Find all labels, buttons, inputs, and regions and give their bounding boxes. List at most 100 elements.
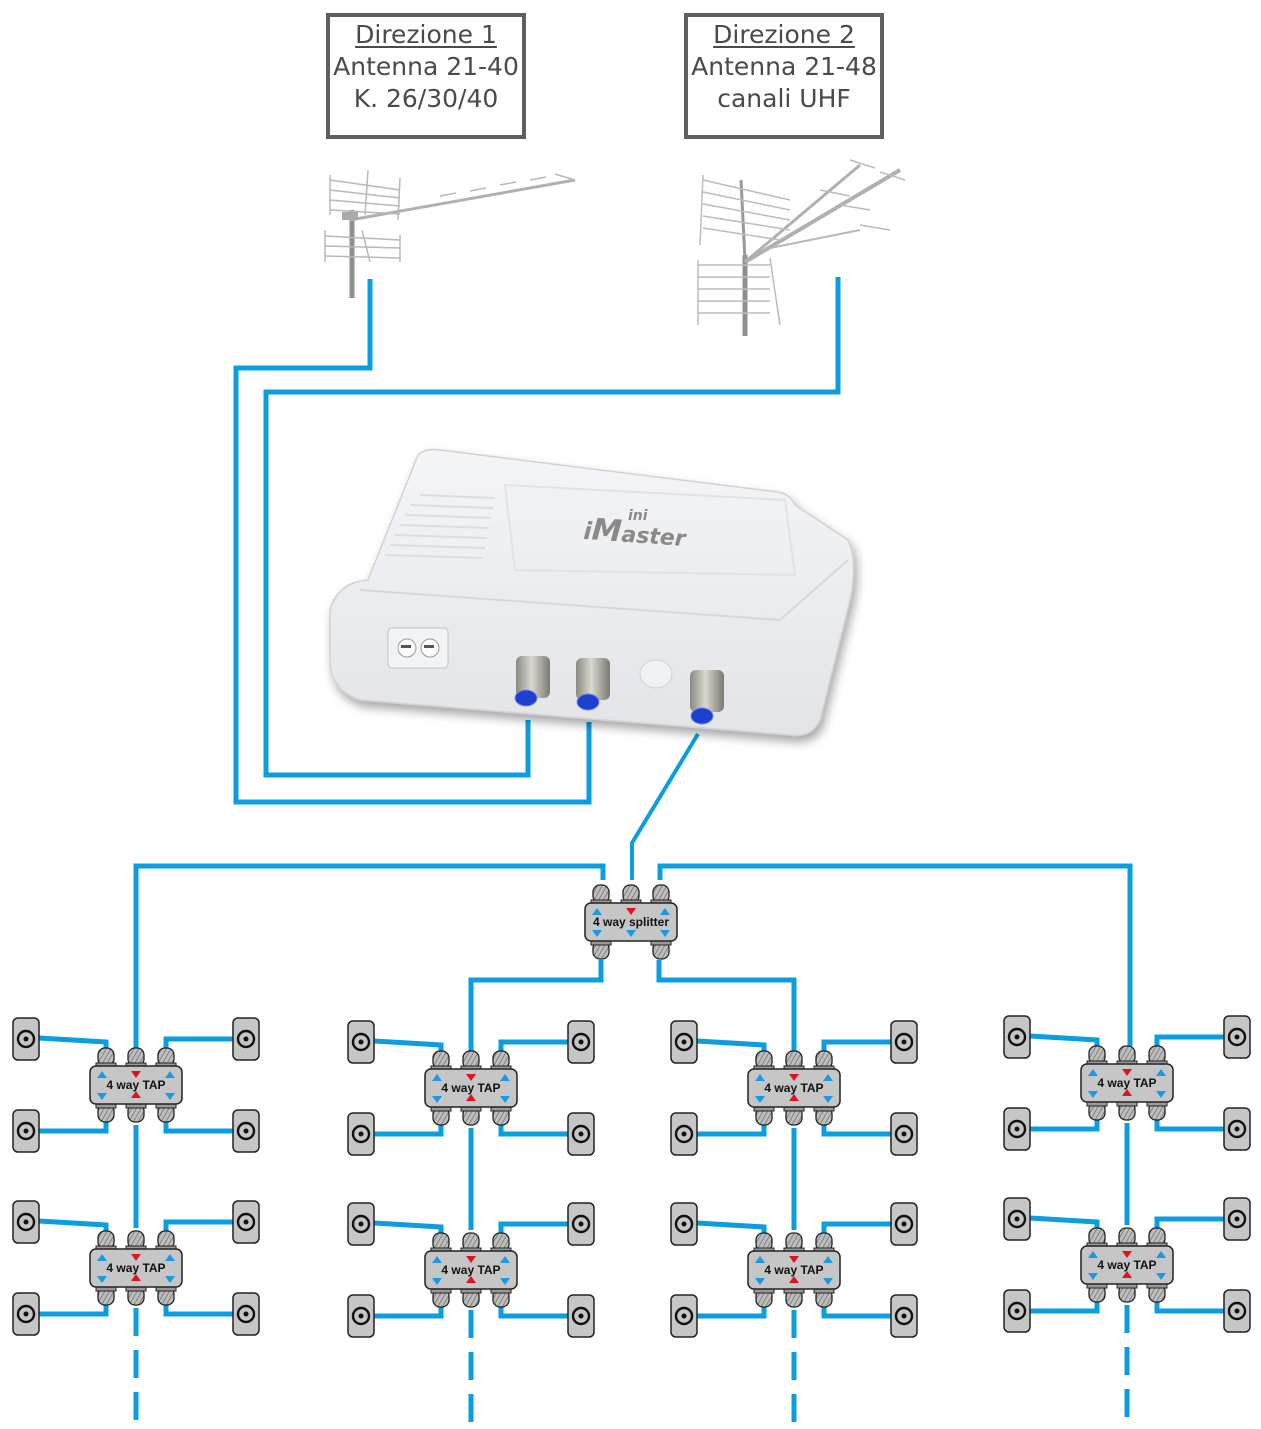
signal-arrow-up-icon [500,1074,510,1081]
signal-arrow-up-icon [823,1256,833,1263]
tv-outlet-icon [567,1112,595,1156]
tv-outlet-icon [12,1292,40,1336]
signal-arrow-up-icon [1122,1271,1132,1278]
f-connector-port [783,1106,805,1126]
signal-arrow-up-icon [1088,1069,1098,1076]
tv-outlet-icon [232,1017,260,1061]
amplifier-brand-sub: ini [628,508,648,524]
four-way-tap: 4 way TAP [1080,1227,1174,1303]
four-way-tap: 4 way TAP [89,1047,183,1123]
signal-arrow-up-icon [131,1091,141,1098]
drop-cable [39,1300,109,1317]
splitter-label: 4 way splitter [593,915,669,929]
four-way-tap: 4 way TAP [89,1230,183,1306]
drop-cable [696,1220,767,1238]
f-connector-port [1086,1101,1108,1121]
tap-label: 4 way TAP [1097,1258,1156,1272]
multi-yagi-antenna-icon [697,159,906,336]
drop-cable [1030,1115,1100,1132]
tv-outlet-icon [670,1112,698,1156]
four-way-splitter: 4 way splitter [584,884,678,960]
drop-cable [163,1300,233,1317]
signal-arrow-down-icon [500,1096,510,1103]
f-connector-port [1116,1045,1138,1066]
f-connector-port [1086,1283,1108,1303]
cable-network [133,277,1133,1052]
drop-cable [696,1038,767,1056]
direction-1-label-box: Direzione 1 Antenna 21-40 K. 26/30/40 [326,13,526,139]
f-connector-port [590,940,612,960]
signal-arrow-down-icon [1156,1273,1166,1280]
signal-arrow-up-icon [466,1094,476,1101]
four-way-tap: 4 way TAP [1080,1045,1174,1121]
tv-outlet-icon [12,1017,40,1061]
f-connector-port [753,1288,775,1308]
direction-1-channels: K. 26/30/40 [353,84,499,113]
f-connector-port [1146,1101,1168,1121]
tap-label: 4 way TAP [1097,1076,1156,1090]
signal-arrow-down-icon [1122,1251,1132,1258]
tv-outlet-icon [1003,1107,1031,1151]
f-connector-port [155,1047,177,1068]
signal-arrow-up-icon [97,1254,107,1261]
signal-arrow-up-icon [823,1074,833,1081]
signal-arrow-down-icon [1088,1273,1098,1280]
tv-outlet-icon [12,1109,40,1153]
tap-label: 4 way TAP [106,1078,165,1092]
tv-outlet-icon [1003,1015,1031,1059]
signal-arrow-down-icon [626,908,636,915]
drop-cable [821,1221,891,1238]
f-connector-port [460,1106,482,1126]
status-led [639,659,673,689]
device-body [424,1068,518,1108]
f-connector-port [155,1286,177,1306]
tv-outlet-icon [670,1294,698,1338]
signal-arrow-up-icon [432,1256,442,1263]
signal-arrow-up-icon [789,1094,799,1101]
direction-2-title: Direzione 2 [713,20,855,49]
f-connector-port [1116,1283,1138,1303]
tap-label: 4 way TAP [106,1261,165,1275]
tv-outlet-icon [567,1020,595,1064]
f-connector-port [95,1286,117,1306]
drop-cable [374,1120,444,1137]
signal-arrow-down-icon [165,1093,175,1100]
tv-outlet-icon [347,1112,375,1156]
signal-arrow-up-icon [466,1276,476,1283]
output-connector [690,670,724,725]
drop-cable [821,1302,891,1319]
yagi-antenna-icon [324,169,576,298]
tv-outlet-icon [1003,1197,1031,1241]
signal-arrow-up-icon [97,1071,107,1078]
drop-cable [1029,1215,1100,1233]
cable-amp-output-to-splitter [630,732,700,880]
signal-arrow-down-icon [165,1276,175,1283]
drop-cable [163,1036,233,1053]
tap-label: 4 way TAP [441,1263,500,1277]
tv-outlet-icon [347,1294,375,1338]
f-connector-port [1116,1227,1138,1248]
signal-arrow-up-icon [165,1254,175,1261]
signal-arrow-down-icon [823,1278,833,1285]
signal-arrow-down-icon [592,930,602,937]
cable-antenna-2-to-input-1 [263,277,841,778]
tv-outlet-icon [567,1202,595,1246]
signal-arrow-up-icon [500,1256,510,1263]
input-2-connector [576,658,610,711]
drop-cable [373,1220,444,1238]
f-connector-port [125,1230,147,1251]
signal-arrow-down-icon [97,1276,107,1283]
four-way-tap: 4 way TAP [424,1232,518,1308]
tap-label: 4 way TAP [764,1263,823,1277]
cable-antenna-1-to-input-2 [233,279,592,805]
drop-cable [498,1039,568,1056]
f-connector-port [650,884,672,905]
ventilation-grille [384,494,496,559]
tap-label: 4 way TAP [764,1081,823,1095]
f-connector-port [783,1232,805,1253]
drop-cable [1030,1297,1100,1314]
tv-outlet-icon [1003,1289,1031,1333]
f-connector-port [490,1050,512,1071]
drop-cable [1154,1034,1224,1051]
